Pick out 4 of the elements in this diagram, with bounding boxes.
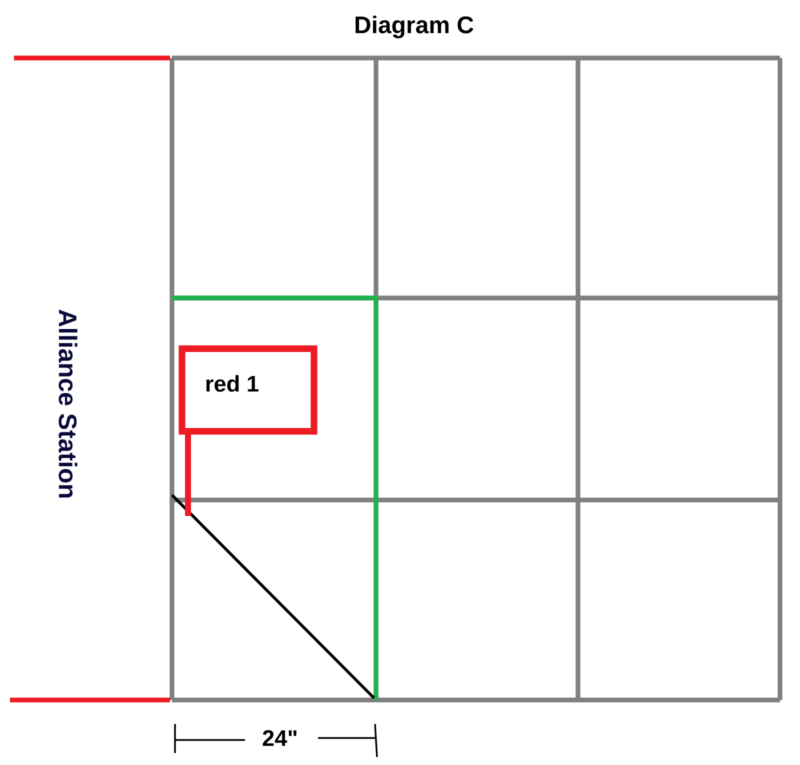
dimension-label: 24" — [262, 730, 296, 746]
title: Diagram C — [356, 16, 474, 38]
side-label: Alliance Station — [58, 310, 78, 498]
flag-box: red 1 — [178, 345, 318, 435]
